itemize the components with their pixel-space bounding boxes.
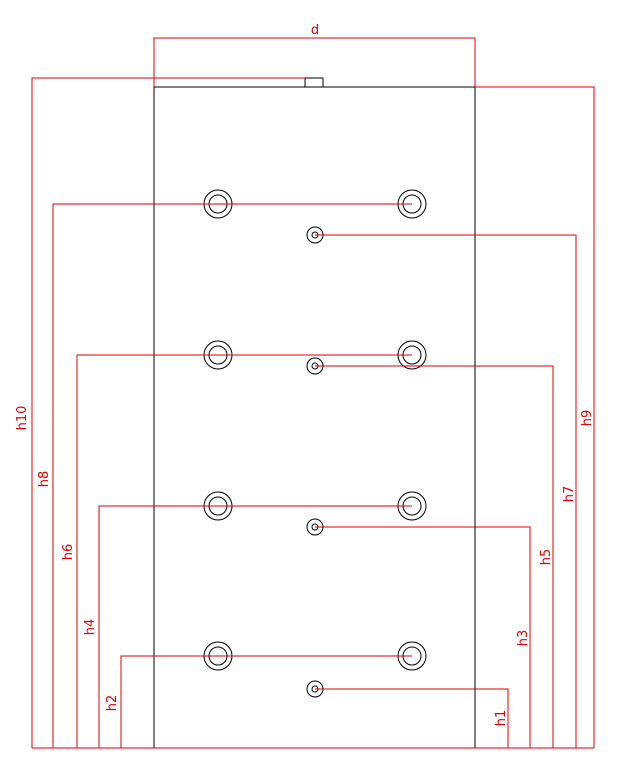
dimension-labels: d h10 h8 h6 h4 h2 h9 h7 h5 h3 h1 bbox=[15, 23, 595, 726]
dimension-lines bbox=[31, 37, 595, 749]
dim-line-h8 bbox=[52, 203, 412, 748]
label-h2: h2 bbox=[105, 695, 120, 712]
dim-line-d bbox=[153, 37, 476, 87]
tank-body bbox=[153, 77, 476, 749]
label-h6: h6 bbox=[61, 544, 76, 561]
dim-line-h7 bbox=[315, 234, 577, 748]
dim-line-h9 bbox=[475, 86, 595, 748]
label-d: d bbox=[311, 23, 319, 38]
top-nozzle bbox=[304, 77, 324, 88]
label-h9: h9 bbox=[580, 410, 595, 427]
dim-line-h4 bbox=[98, 505, 412, 748]
tank-outline bbox=[153, 86, 476, 749]
dim-line-h5 bbox=[315, 365, 554, 748]
label-h8: h8 bbox=[37, 471, 52, 488]
ports bbox=[203, 189, 427, 698]
dim-line-h10 bbox=[31, 77, 305, 748]
dim-line-h3 bbox=[315, 526, 531, 748]
dim-line-h6 bbox=[76, 354, 412, 748]
label-h1: h1 bbox=[494, 710, 509, 727]
dim-line-h2 bbox=[120, 655, 412, 748]
label-h3: h3 bbox=[516, 630, 531, 647]
label-h5: h5 bbox=[539, 549, 554, 566]
label-h10: h10 bbox=[15, 406, 30, 431]
label-h7: h7 bbox=[562, 486, 577, 503]
label-h4: h4 bbox=[83, 619, 98, 636]
dim-line-h1 bbox=[315, 688, 509, 748]
